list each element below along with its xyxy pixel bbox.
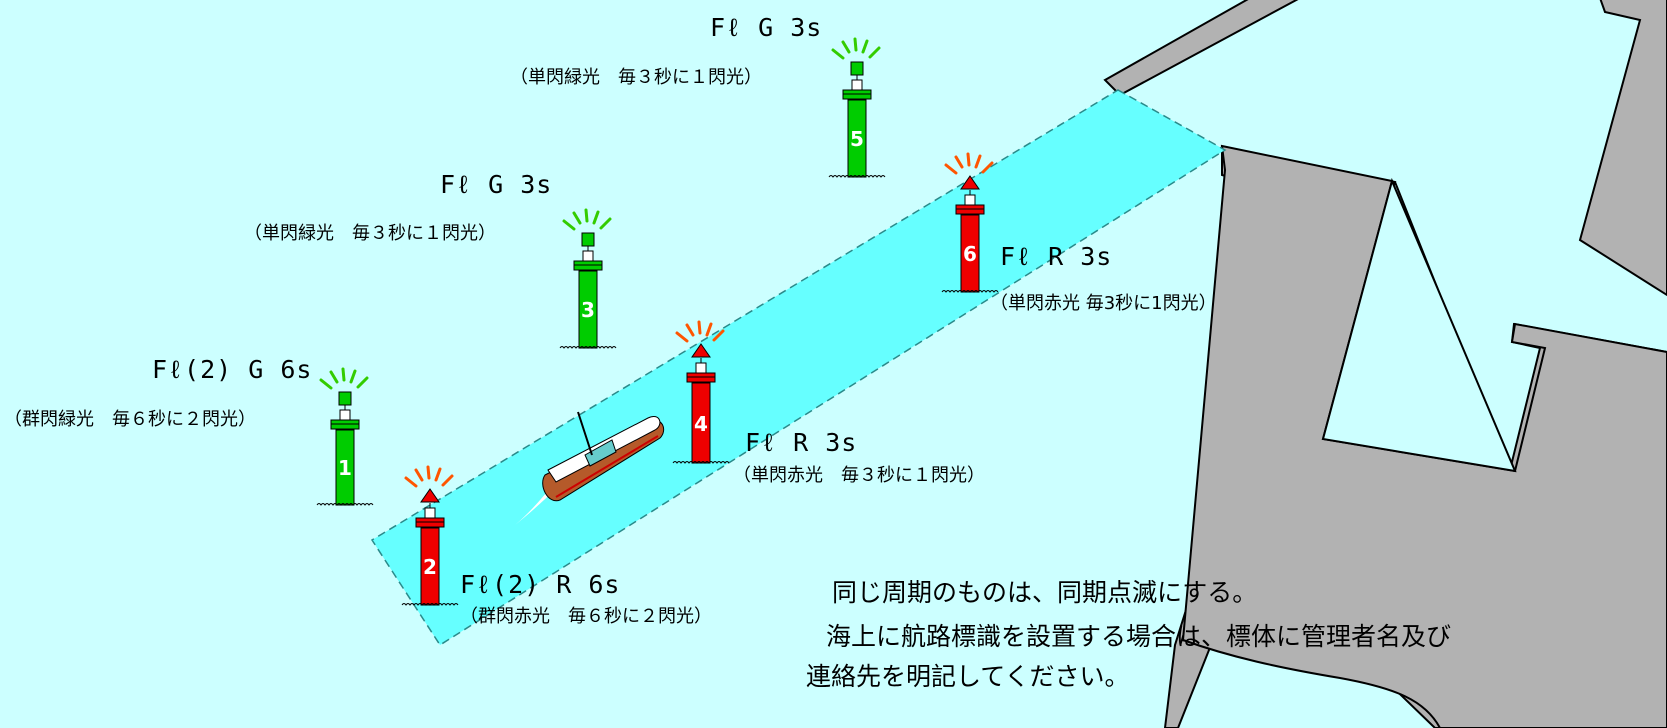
buoy-4: 4: [672, 320, 730, 464]
land-shapes: [1181, 144, 1667, 728]
boat: [542, 411, 665, 502]
light-flash-icon: [319, 367, 369, 390]
buoy-2: 2: [401, 465, 459, 606]
buoy-3-desc: （単閃緑光 毎３秒に１閃光）: [244, 223, 496, 244]
square-topmark: [338, 391, 352, 406]
buoy-5: 5: [828, 37, 886, 178]
light-flash-icon: [404, 465, 454, 488]
note-line-1: 同じ周期のものは、同期点滅にする。: [832, 578, 1258, 607]
square-topmark: [581, 232, 595, 247]
waterline: [559, 346, 617, 349]
boat-mast: [577, 411, 593, 456]
buoy-1: 1: [316, 367, 374, 506]
waterline: [672, 461, 730, 464]
buoy-number-label: 1: [338, 456, 352, 480]
land-right-strip: [1578, 0, 1667, 297]
light-flash-icon: [831, 37, 881, 60]
buoy-2-desc: （群閃赤光 毎６秒に２閃光）: [460, 606, 712, 627]
land-top-wedge: [1103, 0, 1299, 97]
buoy-4-code: Fℓ R 3s: [745, 428, 858, 457]
light-flash-icon: [562, 208, 612, 231]
buoy-number-label: 2: [423, 555, 437, 579]
boat-cabin: [584, 439, 617, 467]
buoy-number-label: 6: [963, 242, 977, 266]
buoy-number-label: 5: [850, 127, 864, 151]
land-main: [1181, 144, 1667, 728]
boat-bottom-stripe: [555, 435, 659, 498]
buoy-3: 3: [559, 208, 617, 349]
buoy-2-code: Fℓ(2) R 6s: [460, 570, 621, 599]
buoy-4-desc: （単閃赤光 毎３秒に１閃光）: [733, 465, 985, 486]
buoy-number-label: 3: [581, 298, 595, 322]
waterline: [941, 290, 999, 293]
buoy-1-code: Fℓ(2) G 6s: [152, 355, 313, 384]
light-flash-icon: [944, 152, 994, 175]
square-topmark: [850, 61, 864, 76]
triangle-topmark: [960, 175, 980, 190]
note-line-2: 海上に航路標識を設置する場合は、標体に管理者名及び: [826, 622, 1452, 651]
note-line-3: 連絡先を明記してください。: [806, 662, 1130, 691]
buoy-5-desc: （単閃緑光 毎３秒に１閃光）: [510, 67, 762, 88]
buoy-3-code: Fℓ G 3s: [440, 170, 553, 199]
waterline: [828, 175, 886, 178]
triangle-topmark: [691, 343, 711, 358]
buoy-1-desc: （群閃緑光 毎６秒に２閃光）: [4, 409, 256, 430]
sea-notch: [1321, 177, 1517, 473]
waterline: [401, 603, 459, 606]
channel-area: [370, 89, 1227, 647]
buoy-6-desc: （単閃赤光 毎3秒に1閃光）: [990, 293, 1217, 314]
light-flash-icon: [675, 320, 725, 343]
buoy-number-label: 4: [694, 412, 708, 436]
buoy-5-code: Fℓ G 3s: [710, 13, 823, 42]
waterline: [316, 503, 374, 506]
buoy-6-code: Fℓ R 3s: [1000, 242, 1113, 271]
triangle-topmark: [420, 488, 440, 503]
buoy-6: 6: [941, 152, 999, 293]
